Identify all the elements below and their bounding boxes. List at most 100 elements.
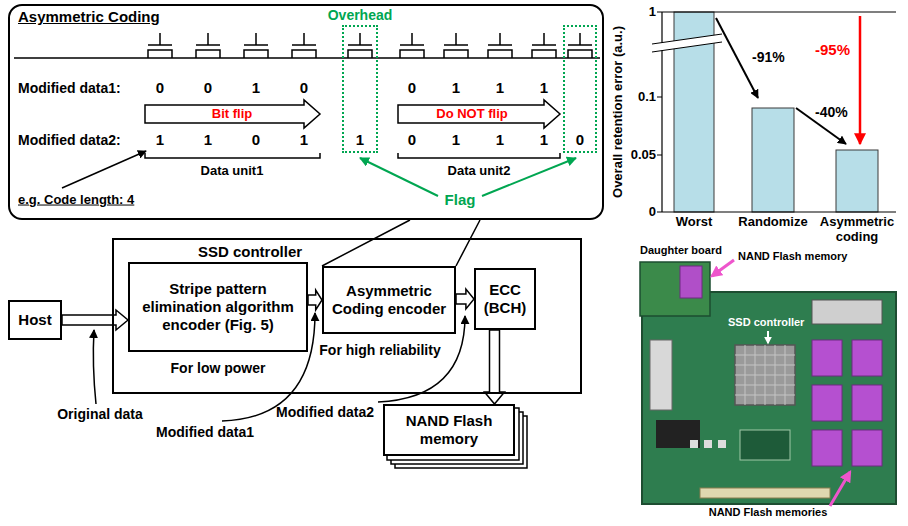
- note-label: e.g. Code length: 4: [18, 193, 134, 208]
- box-label: NAND Flash memory: [385, 408, 513, 452]
- daughter-board: [640, 262, 710, 316]
- bit-value: 1: [452, 79, 460, 96]
- photo-callout: Daughter board: [640, 244, 722, 257]
- signal-label: Original data: [57, 406, 143, 422]
- box-label: Host: [12, 307, 57, 333]
- flow-arrow: [456, 289, 474, 309]
- nand-chip: [680, 266, 702, 298]
- nand-chip: [812, 385, 842, 421]
- flip-label: Do NOT flip: [436, 107, 508, 122]
- box-label: Asymmetric Coding encoder: [324, 278, 454, 322]
- bit-value: 1: [156, 131, 164, 148]
- process-box: Stripe pattern elimination algorithm enc…: [128, 262, 308, 352]
- tick-label: 0.1: [638, 90, 656, 105]
- data-leader: [93, 330, 96, 404]
- percent-label: -95%: [815, 41, 850, 58]
- board-part: [704, 440, 712, 448]
- process-box: ECC (BCH): [474, 268, 536, 330]
- bit-value: 1: [496, 79, 504, 96]
- nand-chip: [852, 385, 882, 421]
- tick-label: 1: [649, 5, 656, 20]
- bar: [836, 150, 878, 212]
- tick-label: 0: [649, 205, 656, 220]
- bit-value: 0: [408, 131, 416, 148]
- change-arrow: [859, 16, 862, 144]
- nand-string: [14, 33, 600, 58]
- axis-break: [652, 34, 722, 52]
- category-label: Worst: [676, 215, 713, 230]
- bit-value: 0: [204, 79, 212, 96]
- unit-bracket: [145, 153, 560, 158]
- change-arrow: [716, 18, 758, 98]
- controller-chip: [735, 345, 795, 405]
- nand-chip: [812, 340, 842, 376]
- flag-bit: 0: [565, 131, 595, 148]
- bit-value: 0: [300, 79, 308, 96]
- flag-label: Flag: [445, 191, 476, 208]
- callout-panel: Asymmetric CodingOverhead10: [8, 4, 604, 220]
- flag-leader: [360, 158, 438, 196]
- controller-chip: [735, 345, 795, 405]
- unit-label: Data unit1: [201, 164, 264, 179]
- flip-label: Bit flip: [212, 107, 252, 122]
- photo-pointer: [767, 331, 769, 343]
- signal-label: For high reliability: [319, 342, 440, 358]
- photo-callout: NAND Flash memories: [709, 506, 828, 519]
- board-part: [650, 340, 672, 410]
- row-label: Modified data2:: [18, 132, 121, 148]
- category-label: Randomize: [738, 215, 807, 230]
- bit-value: 0: [156, 79, 164, 96]
- bit-value: 1: [496, 131, 504, 148]
- flow-arrow: [308, 290, 322, 310]
- overhead-label: Overhead: [328, 7, 393, 23]
- flip-arrow: [398, 100, 560, 128]
- bit-value: 1: [452, 131, 460, 148]
- row-label: Modified data1:: [18, 80, 121, 96]
- axis-break: [652, 34, 722, 52]
- category-label: Asymmetric coding: [815, 215, 899, 245]
- percent-label: -40%: [815, 104, 848, 120]
- flag-box: 0: [563, 25, 597, 153]
- photo-callout: NAND Flash memory: [738, 250, 847, 263]
- panel-title: Asymmetric Coding: [18, 8, 160, 25]
- bit-value: 1: [300, 131, 308, 148]
- unit-label: Data unit2: [448, 164, 511, 179]
- board-part: [740, 430, 790, 460]
- signal-label: Modified data1: [156, 424, 254, 440]
- bit-value: 0: [408, 79, 416, 96]
- board-part: [700, 488, 830, 498]
- board-part: [812, 300, 882, 324]
- flag-bit: 1: [344, 131, 376, 148]
- callout-line: [322, 220, 480, 266]
- board-part: [656, 420, 700, 448]
- bit-value: 1: [540, 131, 548, 148]
- nand-chip: [852, 340, 882, 376]
- nand-chip: [852, 430, 882, 466]
- signal-label: Modified data2: [276, 404, 374, 420]
- board-part: [690, 440, 698, 448]
- main-board: [642, 292, 896, 504]
- bit-value: 1: [252, 79, 260, 96]
- flag-box: Overhead1: [342, 25, 378, 153]
- photo-pointer: [830, 472, 850, 506]
- signal-label: For low power: [171, 360, 266, 376]
- board-part: [718, 440, 726, 448]
- box-label: Stripe pattern elimination algorithm enc…: [130, 276, 306, 338]
- bar: [752, 108, 794, 212]
- tick-label: 0.05: [631, 148, 656, 163]
- bit-value: 1: [540, 79, 548, 96]
- box-label: ECC (BCH): [476, 277, 534, 321]
- group-title: SSD controller: [198, 243, 302, 260]
- flow-arrow: [62, 310, 128, 330]
- percent-label: -91%: [752, 49, 785, 65]
- code-leader: [62, 151, 146, 188]
- bit-value: 0: [252, 131, 260, 148]
- photo-pointer: [712, 260, 734, 276]
- photo-callout: SSD controller: [728, 316, 804, 329]
- bit-value: 1: [204, 131, 212, 148]
- axis-title: Overall retention error (a.u.): [611, 26, 626, 198]
- process-box: Asymmetric Coding encoder: [322, 266, 456, 334]
- nand-chip: [812, 430, 842, 466]
- flip-arrow: [145, 100, 320, 128]
